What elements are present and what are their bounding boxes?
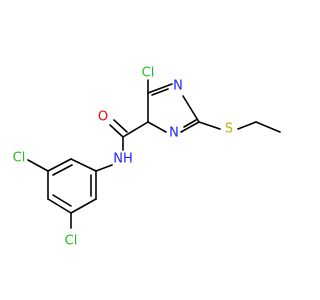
- atom-label-cl-left: Cl: [13, 151, 26, 166]
- bond: [180, 121, 200, 133]
- bond: [198, 121, 221, 130]
- atom-label-cl-top: Cl: [142, 66, 155, 81]
- bond: [52, 164, 73, 176]
- bond: [255, 121, 281, 133]
- bond: [147, 121, 167, 133]
- atom-label-oxygen: O: [98, 110, 108, 125]
- bond: [182, 95, 200, 123]
- bond: [237, 121, 257, 130]
- bond: [52, 194, 72, 207]
- structure-diagram: Cl N N S O NH Cl Cl: [13, 66, 281, 249]
- atom-label-sulfur: S: [225, 122, 233, 137]
- bond: [122, 121, 149, 138]
- molecule-canvas: Cl N N S O NH Cl Cl: [13, 66, 281, 249]
- atom-label-nh: NH: [113, 152, 133, 167]
- atom-label-n-upper: N: [173, 79, 183, 94]
- bond: [109, 124, 124, 138]
- bond: [47, 198, 72, 214]
- bond: [70, 158, 97, 172]
- bond: [70, 198, 97, 214]
- atom-label-n-lower: N: [169, 126, 179, 141]
- bond: [47, 158, 72, 172]
- bond: [151, 88, 169, 96]
- bond: [113, 119, 128, 133]
- bond: [27, 159, 49, 172]
- bond: [183, 119, 197, 128]
- bond: [95, 164, 113, 172]
- bond: [147, 83, 173, 94]
- atom-label-cl-bottom: Cl: [65, 234, 78, 249]
